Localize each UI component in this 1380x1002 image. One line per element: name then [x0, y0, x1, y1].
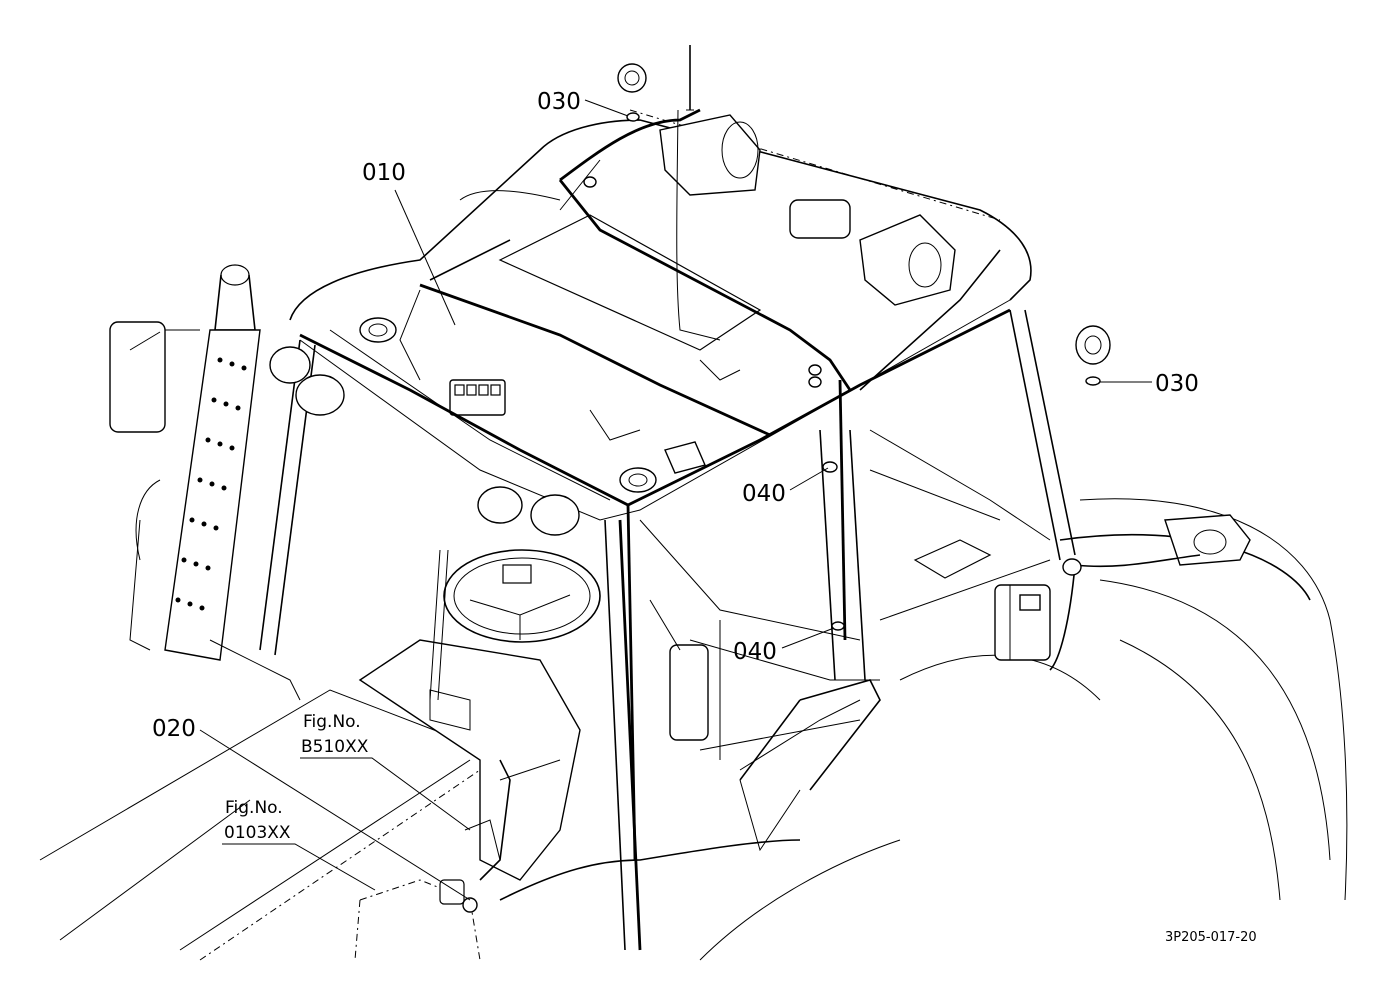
- antenna: [686, 45, 694, 111]
- callout-040-upper-label: 040: [742, 481, 786, 507]
- cab-frame: [259, 109, 1076, 951]
- switch-panel: [449, 379, 706, 474]
- exhaust-pipe: [164, 264, 301, 701]
- tractor-body: [39, 479, 1348, 961]
- callout-040-lower: 040: [733, 627, 835, 665]
- work-lamps: [269, 63, 1111, 536]
- speakers: [359, 317, 657, 493]
- wiring-harness: [299, 108, 1201, 901]
- figure-ref-0103xx-line1: Fig.No.: [225, 798, 283, 818]
- callout-030-right: 030: [1100, 371, 1199, 397]
- callout-020: 020: [152, 716, 471, 901]
- callout-010-label: 010: [362, 160, 406, 186]
- figure-ref-0103xx-line2: 0103XX: [224, 823, 291, 843]
- callout-010: 010: [362, 160, 456, 326]
- cab-interior: [358, 549, 601, 881]
- figure-ref-0103xx: Fig.No. 0103XX: [222, 798, 376, 891]
- roof-units: [659, 114, 1251, 566]
- figure-ref-b510xx: Fig.No. B510XX: [300, 712, 471, 831]
- callout-040-upper: 040: [742, 467, 829, 507]
- callout-030-top: 030: [537, 89, 629, 117]
- figure-ref-b510xx-line2: B510XX: [301, 737, 369, 757]
- grommets: [583, 112, 1101, 631]
- callout-040-lower-label: 040: [733, 639, 777, 665]
- right-mirror: [649, 599, 709, 741]
- left-mirror: [109, 321, 200, 433]
- washer-tank: [994, 584, 1051, 661]
- callout-030-top-label: 030: [537, 89, 581, 115]
- callout-030-right-label: 030: [1155, 371, 1199, 397]
- figure-ref-b510xx-line1: Fig.No.: [303, 712, 361, 732]
- callout-020-label: 020: [152, 716, 196, 742]
- engine-parts: [354, 819, 501, 961]
- drawing-code: 3P205-017-20: [1165, 930, 1257, 945]
